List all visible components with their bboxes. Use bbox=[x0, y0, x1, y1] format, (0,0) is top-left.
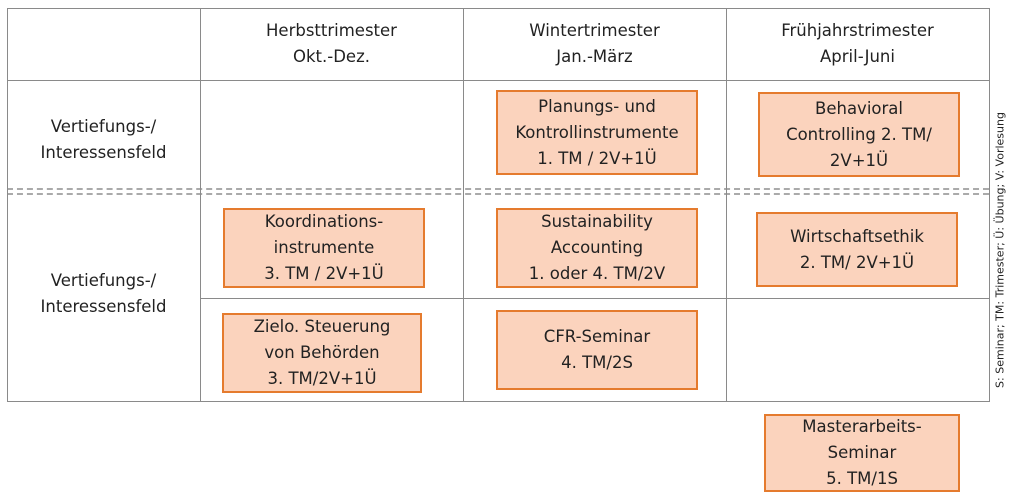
module-line: Seminar bbox=[827, 443, 897, 462]
row-label-line: Interessensfeld bbox=[40, 297, 167, 316]
column-divider bbox=[200, 8, 201, 402]
column-header-period: Jan.-März bbox=[556, 47, 633, 66]
column-header-winter: Wintertrimester Jan.-März bbox=[463, 18, 726, 70]
column-header-title: Frühjahrstrimester bbox=[781, 21, 934, 40]
column-header-period: Okt.-Dez. bbox=[293, 47, 370, 66]
module-zielo-steuerung: Zielo. Steuerung von Behörden 3. TM/2V+1… bbox=[222, 313, 422, 393]
column-header-fruehjahr: Frühjahrstrimester April-Juni bbox=[726, 18, 989, 70]
row-label-line: Interessensfeld bbox=[40, 143, 167, 162]
row-label-2: Vertiefungs-/ Interessensfeld bbox=[7, 268, 200, 320]
module-line: CFR-Seminar bbox=[543, 327, 651, 346]
module-line: von Behörden bbox=[264, 343, 380, 362]
module-line: 1. oder 4. TM/2V bbox=[528, 264, 666, 283]
module-line: Zielo. Steuerung bbox=[253, 317, 391, 336]
table-top-border bbox=[7, 8, 989, 9]
module-masterarbeits-seminar: Masterarbeits- Seminar 5. TM/1S bbox=[764, 414, 960, 492]
row-label-line: Vertiefungs-/ bbox=[50, 117, 157, 136]
abbreviation-legend: S: Seminar; TM: Trimester; Ü: Übung; V: … bbox=[993, 112, 1007, 388]
column-header-period: April-Juni bbox=[820, 47, 895, 66]
module-line: Planungs- und bbox=[538, 96, 656, 116]
section-divider-double-dashed bbox=[7, 193, 989, 195]
module-line: Wirtschaftsethik bbox=[790, 226, 924, 246]
table-right-border bbox=[989, 8, 990, 402]
subrow-divider bbox=[200, 298, 989, 299]
module-line: 2. TM/ 2V+1Ü bbox=[799, 252, 915, 272]
module-line: Koordinations- bbox=[264, 212, 384, 231]
module-wirtschaftsethik: Wirtschaftsethik 2. TM/ 2V+1Ü bbox=[756, 212, 958, 287]
module-line: Masterarbeits- bbox=[802, 417, 922, 436]
module-line: 1. TM / 2V+1Ü bbox=[537, 148, 657, 168]
module-planungs-kontrollinstrumente: Planungs- und Kontrollinstrumente 1. TM … bbox=[496, 90, 698, 175]
module-line: 5. TM/1S bbox=[826, 469, 898, 488]
table-left-border bbox=[7, 8, 8, 402]
module-cfr-seminar: CFR-Seminar 4. TM/2S bbox=[496, 310, 698, 390]
table-bottom-border bbox=[7, 401, 989, 402]
row-label-line: Vertiefungs-/ bbox=[50, 271, 157, 290]
column-header-herbst: Herbsttrimester Okt.-Dez. bbox=[200, 18, 463, 70]
module-koordinationsinstrumente: Koordinations- instrumente 3. TM / 2V+1Ü bbox=[223, 208, 425, 288]
header-bottom-border bbox=[7, 80, 989, 81]
module-line: 3. TM/2V+1Ü bbox=[267, 369, 377, 388]
module-line: Kontrollinstrumente bbox=[515, 122, 679, 142]
module-line: Sustainability bbox=[541, 212, 653, 231]
module-line: 4. TM/2S bbox=[561, 353, 633, 372]
section-divider-double-dashed bbox=[7, 188, 989, 190]
module-line: 3. TM / 2V+1Ü bbox=[264, 264, 384, 283]
column-divider bbox=[726, 8, 727, 402]
column-divider bbox=[463, 8, 464, 402]
column-header-title: Wintertrimester bbox=[529, 21, 660, 40]
module-line: instrumente bbox=[273, 238, 375, 257]
row-label-1: Vertiefungs-/ Interessensfeld bbox=[7, 114, 200, 166]
module-behavioral-controlling: Behavioral Controlling 2. TM/ 2V+1Ü bbox=[758, 92, 960, 177]
module-line: Controlling 2. TM/ bbox=[786, 124, 932, 144]
module-line: 2V+1Ü bbox=[829, 150, 889, 170]
module-line: Accounting bbox=[550, 238, 644, 257]
module-line: Behavioral bbox=[815, 98, 903, 118]
column-header-title: Herbsttrimester bbox=[266, 21, 397, 40]
module-sustainability-accounting: Sustainability Accounting 1. oder 4. TM/… bbox=[496, 208, 698, 288]
